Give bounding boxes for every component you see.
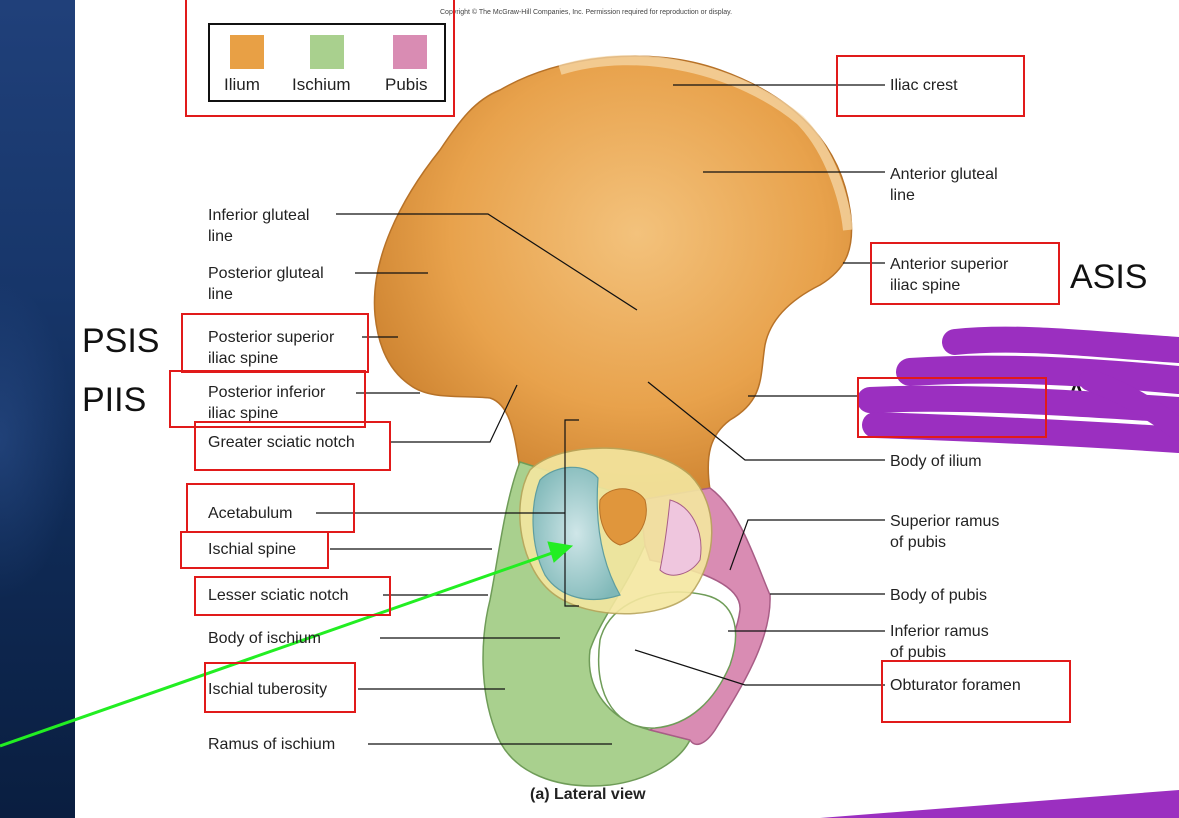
label-anterior-gluteal-line-2: line xyxy=(890,187,915,204)
iliac-crest-annotation-box xyxy=(836,55,1025,117)
label-lesser-sciatic-notch: Lesser sciatic notch xyxy=(208,587,349,604)
aiis-annotation-box xyxy=(857,377,1047,438)
label-inferior-ramus-of-pubis-1: Inferior ramus xyxy=(890,623,989,640)
figure-caption: (a) Lateral view xyxy=(530,786,646,803)
legend-label-ilium: Ilium xyxy=(224,75,260,94)
abbr-asis: ASIS xyxy=(1070,258,1148,296)
green-arrow xyxy=(0,541,574,748)
label-ischial-spine: Ischial spine xyxy=(208,541,297,558)
label-posterior-superior-iliac-spine-1: Posterior superior xyxy=(208,329,335,346)
label-body-of-ischium: Body of ischium xyxy=(208,630,321,647)
label-superior-ramus-of-pubis-2: of pubis xyxy=(890,534,947,551)
abbr-piis: PIIS xyxy=(82,381,147,419)
piis-annotation-box xyxy=(169,370,366,428)
copyright-notice: Copyright © The McGraw-Hill Companies, I… xyxy=(440,9,733,16)
label-body-of-pubis: Body of pubis xyxy=(890,587,987,604)
label-posterior-gluteal-line-2: line xyxy=(208,286,233,303)
label-posterior-inferior-iliac-spine-2: iliac spine xyxy=(208,405,279,422)
greater-sciatic-notch-annotation-box xyxy=(194,421,391,471)
label-ramus-of-ischium: Ramus of ischium xyxy=(208,736,336,753)
label-inferior-ramus-of-pubis-2: of pubis xyxy=(890,644,947,661)
psis-annotation-box xyxy=(181,313,369,373)
asis-annotation-box xyxy=(870,242,1060,305)
pubis-swatch xyxy=(393,35,427,69)
legend-label-pubis: Pubis xyxy=(385,75,428,94)
label-iliac-crest: Iliac crest xyxy=(890,77,958,94)
label-body-of-ilium: Body of ilium xyxy=(890,453,982,470)
abbr-psis: PSIS xyxy=(82,322,160,360)
purple-stroke-bottom xyxy=(820,790,1179,818)
label-anterior-gluteal-line-1: Anterior gluteal xyxy=(890,166,998,183)
legend-annotation-box xyxy=(185,0,455,117)
label-posterior-gluteal-line-1: Posterior gluteal xyxy=(208,265,324,282)
legend: Ilium Ischium Pubis xyxy=(208,23,446,102)
label-anterior-superior-iliac-spine-2: iliac spine xyxy=(890,277,961,294)
label-ischial-tuberosity: Ischial tuberosity xyxy=(208,681,328,698)
lesser-sciatic-notch-annotation-box xyxy=(194,576,391,616)
ischium-swatch xyxy=(310,35,344,69)
purple-scribble xyxy=(857,326,1179,453)
label-superior-ramus-of-pubis-1: Superior ramus xyxy=(890,513,1000,530)
label-acetabulum: Acetabulum xyxy=(208,505,293,522)
ilium-region xyxy=(373,55,853,501)
label-anterior-superior-iliac-spine-1: Anterior superior xyxy=(890,256,1009,273)
slide-background-panel xyxy=(0,0,75,818)
label-posterior-inferior-iliac-spine-1: Posterior inferior xyxy=(208,384,326,401)
label-obturator-foramen: Obturator foramen xyxy=(890,677,1021,694)
legend-label-ischium: Ischium xyxy=(292,75,351,94)
obturator-foramen-annotation-box xyxy=(881,660,1071,723)
ilium-swatch xyxy=(230,35,264,69)
label-posterior-superior-iliac-spine-2: iliac spine xyxy=(208,350,279,367)
label-greater-sciatic-notch: Greater sciatic notch xyxy=(208,434,355,451)
ischial-tuberosity-annotation-box xyxy=(204,662,356,713)
label-inferior-gluteal-line-1: Inferior gluteal xyxy=(208,207,310,224)
label-inferior-gluteal-line-2: line xyxy=(208,228,233,245)
ischial-spine-annotation-box xyxy=(180,531,329,569)
